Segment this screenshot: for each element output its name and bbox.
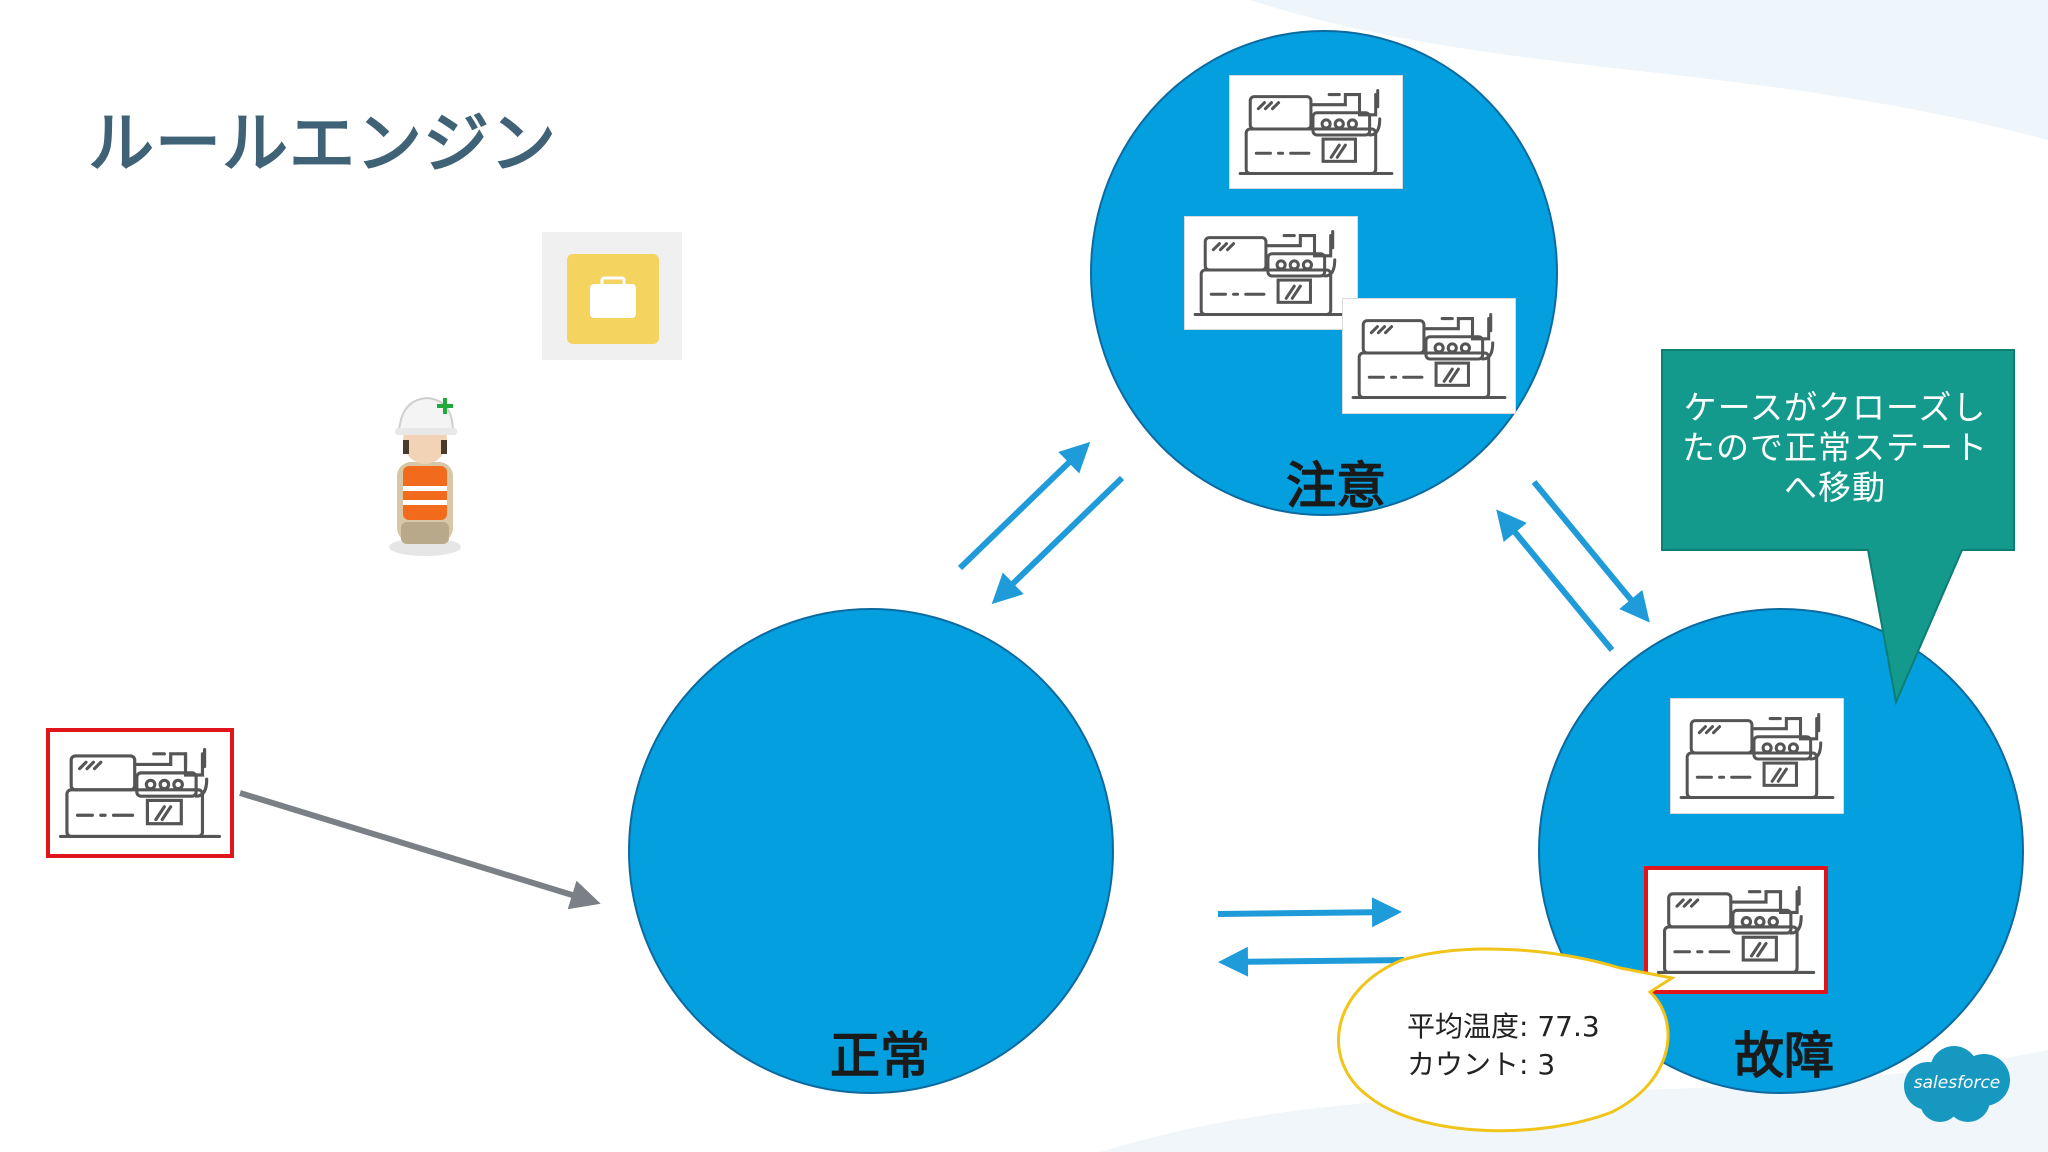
salesforce-cloud-icon — [1904, 1046, 2010, 1122]
worker-icon — [389, 396, 461, 556]
arrow-normal-to-fault — [1217, 897, 1402, 928]
state-label-normal: 正常 — [830, 1027, 930, 1085]
bubble-line-avg-temp: 平均温度: 77.3 — [1407, 1010, 1600, 1043]
arrow-normal-to-caution — [957, 441, 1091, 571]
callout-line: へ移動 — [1784, 468, 1886, 507]
input-arrow — [239, 790, 601, 910]
bubble-line-count: カウント: 3 — [1407, 1048, 1556, 1081]
fault-machine-highlighted — [1644, 866, 1828, 994]
briefcase-icon — [567, 254, 659, 344]
callout-line: ケースがクローズし — [1683, 388, 1987, 427]
arrow-fault-to-caution — [1496, 509, 1615, 652]
slide-title: ルールエンジン — [88, 105, 557, 182]
state-label-caution: 注意 — [1286, 457, 1386, 515]
arrow-caution-to-normal — [991, 475, 1125, 605]
caution-machine-1 — [1229, 75, 1403, 189]
arrow-fault-to-normal — [1218, 946, 1405, 977]
caution-machine-2 — [1184, 216, 1358, 330]
callout-text: ケースがクローズし たので正常ステート へ移動 — [1662, 388, 2008, 508]
caution-machine-3 — [1342, 298, 1516, 414]
case-icon-tile — [542, 232, 682, 360]
state-normal — [628, 608, 1114, 1094]
incoming-machine — [46, 728, 234, 858]
state-label-fault: 故障 — [1734, 1027, 1834, 1085]
bubble-text: 平均温度: 77.3 カウント: 3 — [1407, 1008, 1600, 1084]
callout-line: たので正常ステート — [1682, 428, 1988, 467]
fault-machine-1 — [1670, 698, 1844, 814]
arrow-caution-to-fault — [1531, 480, 1650, 623]
salesforce-logo-text: salesforce — [1913, 1073, 2001, 1093]
